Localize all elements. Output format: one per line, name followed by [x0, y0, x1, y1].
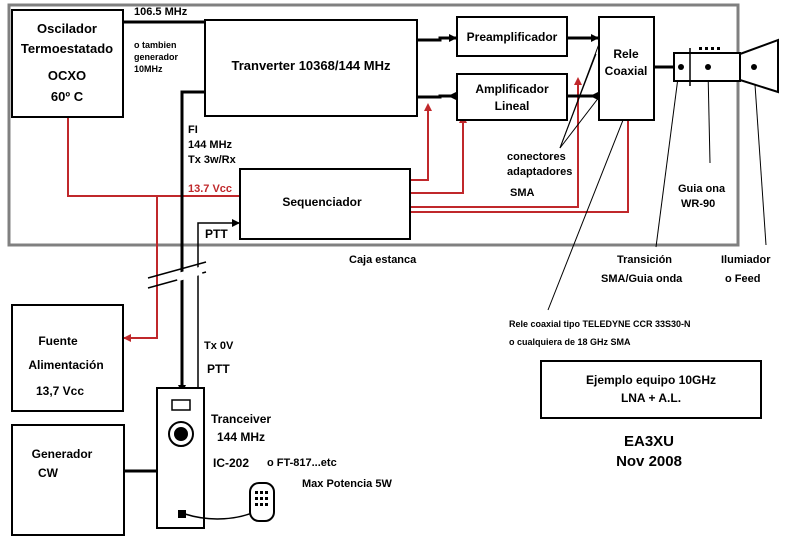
example-line1: Ejemplo equipo 10GHz: [586, 373, 716, 387]
waveguide-line2: WR-90: [681, 198, 715, 210]
amplifier-line2: Lineal: [495, 99, 530, 113]
enclosure-label: Caja estanca: [349, 254, 417, 266]
fi-line1: FI: [188, 124, 198, 136]
feed-line1: Ilumiador: [721, 254, 771, 266]
alt-gen-line1: o tambien: [134, 40, 177, 50]
sequencer-label: Sequenciador: [282, 195, 362, 209]
fi-line2: 144 MHz: [188, 139, 233, 151]
example-box: Ejemplo equipo 10GHz LNA + A.L.: [540, 360, 762, 419]
transition-line2: SMA/Guia onda: [601, 273, 683, 285]
ptt-top-label: PTT: [205, 227, 228, 241]
leader-lines: [547, 43, 767, 311]
ocxo-block: Oscilador Termoestatado OCXO 60º C: [11, 9, 124, 118]
tx0v-label: Tx 0V: [204, 340, 234, 352]
waveguide-wr90: [673, 52, 741, 82]
max-power-label: Max Potencia 5W: [302, 478, 392, 490]
relay-note-line1: Rele coaxial tipo TELEDYNE CCR 33S30-N: [509, 319, 691, 329]
vcc-label: 13.7 Vcc: [188, 183, 232, 195]
author-label: EA3XU: [624, 433, 674, 450]
power-supply-block: Fuente Alimentación 13,7 Vcc: [11, 304, 124, 412]
amplifier-line1: Amplificador: [475, 82, 549, 96]
ocxo-line4: 60º C: [51, 89, 84, 104]
ptt-bottom-label: PTT: [207, 362, 230, 376]
connectors-line2: adaptadores: [507, 166, 572, 178]
freq-106-label: 106.5 MHz: [134, 6, 188, 18]
waveguide-assembly: [673, 38, 779, 94]
alt-gen-line3: 10MHz: [134, 64, 163, 74]
transverter-block: Tranverter 10368/144 MHz: [204, 19, 418, 117]
connectors-line3: SMA: [510, 187, 535, 199]
example-line2: LNA + A.L.: [621, 391, 681, 405]
transceiver-line3: IC-202: [213, 456, 249, 470]
fi-line3: Tx 3w/Rx: [188, 154, 237, 166]
power-supply-line2: Alimentación: [28, 358, 103, 372]
ocxo-line1: Oscilador: [37, 21, 97, 36]
cw-generator-block: Generador CW: [11, 424, 125, 536]
ocxo-line2: Termoestatado: [21, 41, 113, 56]
ocxo-line3: OCXO: [48, 68, 86, 83]
relay-line2: Coaxial: [605, 64, 648, 78]
amplifier-block: Amplificador Lineal: [456, 73, 568, 121]
transverter-label: Tranverter 10368/144 MHz: [232, 58, 391, 73]
preamplifier-label: Preamplificador: [467, 30, 558, 44]
date-label: Nov 2008: [616, 453, 682, 470]
line-break-gap: [175, 266, 203, 282]
coaxial-relay-block: Rele Coaxial: [598, 16, 655, 121]
transition-line1: Transición: [617, 254, 672, 266]
waveguide-line1: Guia ona: [678, 183, 726, 195]
enclosure-box: [7, 3, 740, 247]
feed-line2: o Feed: [725, 273, 760, 285]
preamplifier-block: Preamplificador: [456, 16, 568, 57]
horn-feed: [739, 38, 779, 94]
transceiver-line1: Tranceiver: [211, 412, 271, 426]
microphone-icon: [184, 482, 275, 522]
signal-arrowheads: [178, 34, 599, 393]
power-supply-line1: Fuente: [38, 334, 78, 348]
relay-note-line2: o cualquiera de 18 GHz SMA: [509, 337, 631, 347]
power-supply-line3: 13,7 Vcc: [36, 384, 84, 398]
sequencer-block: Sequenciador: [239, 168, 411, 240]
alt-gen-line2: generador: [134, 52, 179, 62]
transceiver-device: [156, 387, 205, 529]
relay-line1: Rele: [613, 47, 639, 61]
transceiver-alt-label: o FT-817...etc: [267, 457, 337, 469]
connectors-line1: conectores: [507, 151, 566, 163]
cw-generator-line1: Generador: [32, 447, 93, 461]
transceiver-line2: 144 MHz: [217, 430, 265, 444]
transceiver-display: [171, 399, 191, 411]
cw-generator-line2: CW: [38, 466, 59, 480]
